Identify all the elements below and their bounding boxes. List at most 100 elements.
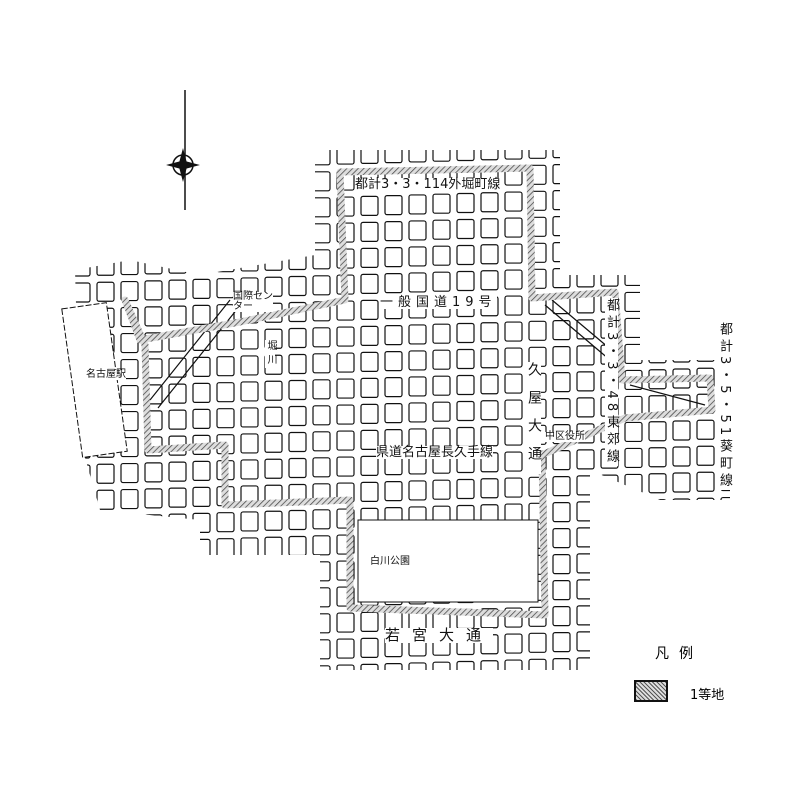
city-block [312, 223, 331, 244]
city-block [648, 291, 667, 312]
city-block [360, 150, 379, 164]
city-block [528, 320, 547, 341]
city-block [600, 188, 619, 209]
city-block [552, 164, 571, 185]
city-block [576, 150, 595, 158]
city-block [552, 346, 571, 367]
city-block [672, 524, 691, 545]
city-block [288, 509, 307, 531]
city-block [648, 447, 667, 468]
city-block [360, 273, 379, 294]
city-block [576, 449, 595, 470]
city-block [144, 644, 163, 665]
city-block [120, 202, 139, 224]
city-block [168, 591, 187, 612]
city-block [360, 663, 379, 670]
city-block [336, 612, 355, 633]
city-block [648, 603, 667, 624]
city-block [624, 473, 643, 495]
city-block [696, 159, 715, 180]
city-block [312, 561, 331, 582]
city-block [720, 210, 730, 232]
label-intl-center: 国際センター [233, 291, 273, 312]
city-block [168, 513, 187, 534]
city-block [216, 408, 235, 429]
city-block [264, 458, 283, 479]
city-block [120, 384, 139, 406]
city-block [168, 383, 187, 404]
city-block [264, 588, 283, 609]
city-block [480, 322, 499, 343]
city-block [504, 269, 523, 290]
city-block [504, 150, 523, 160]
city-block [504, 321, 523, 342]
city-block [96, 645, 115, 666]
city-block [528, 632, 547, 653]
city-block [192, 486, 211, 507]
city-block [75, 568, 91, 589]
city-block [648, 343, 667, 364]
city-block [144, 514, 163, 535]
city-block [73, 673, 90, 692]
city-block [96, 593, 115, 614]
city-block [192, 590, 211, 612]
city-block [576, 241, 595, 262]
city-block [600, 552, 619, 573]
city-block [672, 290, 691, 311]
city-block [336, 456, 355, 477]
city-block [624, 161, 643, 183]
city-block [216, 150, 235, 169]
city-block [96, 515, 115, 536]
city-block [120, 254, 139, 276]
city-block [504, 659, 523, 670]
city-block [312, 665, 331, 670]
city-block [696, 341, 715, 362]
city-block [360, 377, 379, 398]
city-block [192, 200, 211, 221]
city-block [264, 150, 283, 167]
city-block [696, 150, 715, 154]
city-block [480, 608, 499, 629]
city-block [432, 271, 451, 292]
city-block [288, 275, 307, 297]
city-block [384, 403, 403, 424]
city-block [696, 211, 715, 232]
city-block [384, 325, 403, 346]
city-block [144, 150, 163, 171]
city-block [432, 323, 451, 344]
city-block [216, 512, 235, 533]
city-block [384, 221, 403, 242]
city-block [408, 272, 427, 293]
city-block [648, 577, 667, 598]
city-block [480, 218, 499, 239]
city-block [264, 224, 283, 245]
city-block [288, 639, 307, 661]
city-block [312, 353, 331, 374]
city-block [144, 540, 163, 561]
city-block [192, 304, 211, 325]
city-block [672, 212, 691, 233]
city-block [312, 613, 331, 634]
city-block [360, 637, 379, 658]
city-block [168, 539, 187, 560]
city-block [480, 270, 499, 291]
city-block [264, 432, 283, 453]
city-block [576, 475, 595, 496]
city-block [648, 265, 667, 286]
city-block [288, 561, 307, 583]
city-block [576, 631, 595, 652]
city-block [720, 262, 730, 284]
city-block [336, 430, 355, 451]
city-block [216, 564, 235, 585]
legend-title: 凡例 [655, 646, 703, 662]
city-block [288, 405, 307, 427]
city-block [144, 280, 163, 301]
city-block [648, 213, 667, 234]
city-block [312, 379, 331, 400]
city-block [432, 375, 451, 396]
city-block [75, 152, 91, 173]
city-block [96, 281, 115, 302]
city-block [552, 605, 571, 627]
city-block [144, 254, 163, 275]
city-block [672, 160, 691, 181]
